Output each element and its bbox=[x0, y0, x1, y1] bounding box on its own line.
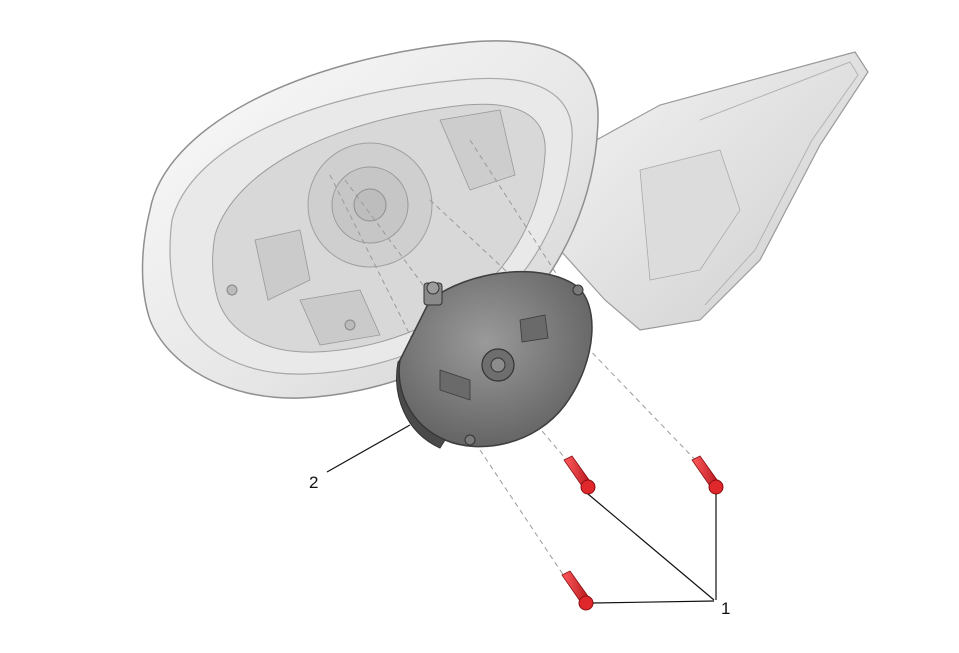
fastener-screw bbox=[563, 455, 596, 495]
callout-fastener: 1 bbox=[721, 599, 731, 618]
fastener-screw bbox=[561, 570, 594, 611]
leader-lines bbox=[326, 424, 717, 604]
mirror-mount-arm bbox=[559, 51, 869, 331]
callout-actuator: 2 bbox=[309, 473, 319, 492]
fastener-screw bbox=[691, 455, 724, 495]
mirror-actuator bbox=[396, 270, 593, 449]
